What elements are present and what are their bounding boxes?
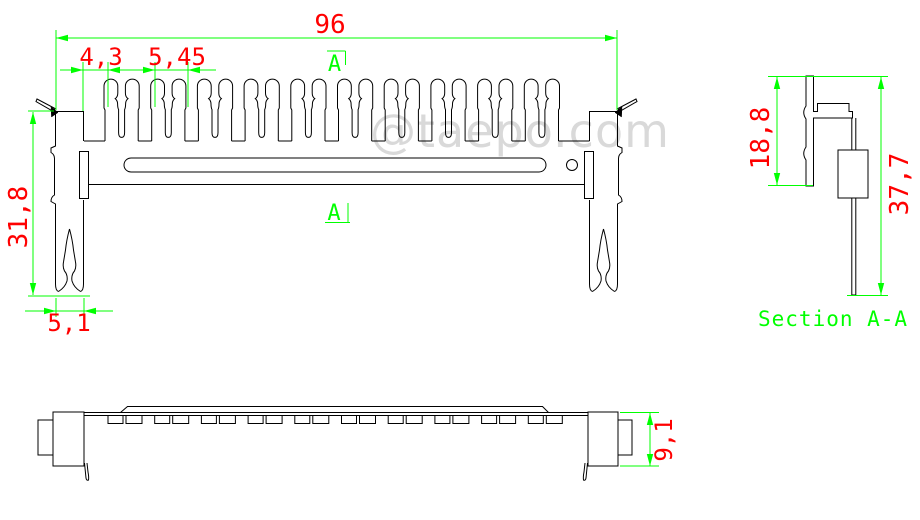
dim-text-4-3: 4,3: [79, 43, 122, 71]
comb-teeth: [103, 78, 560, 141]
dim-51-arrow-left: [44, 307, 56, 315]
dim-91-arrow-bottom: [646, 454, 654, 466]
strip-slot: [434, 415, 451, 424]
dim-377-arrow-bottom: [877, 283, 885, 295]
strip-slot: [545, 415, 563, 424]
dim-188-lines: [768, 76, 888, 186]
section-body-block: [837, 149, 869, 199]
dim-51-lines: [25, 298, 113, 317]
strip-slot: [107, 415, 124, 424]
dim-188-arrow-top: [773, 77, 781, 89]
front-view: [35, 78, 638, 292]
bottom-slots: [107, 415, 563, 424]
bottom-view: [37, 406, 633, 481]
dim-96-arrow-left: [56, 34, 68, 42]
marker-top-letter: A: [328, 52, 341, 77]
strip-slot: [312, 415, 330, 424]
dim-leg-height: 31,8: [4, 110, 90, 297]
dim-96-arrow-right: [605, 34, 617, 42]
dim-pitch-group: 4,3 5,45: [60, 43, 216, 111]
dim-318-arrow-top: [29, 112, 37, 124]
dim-188-arrow-bottom: [773, 173, 781, 185]
section-pin-lower: [851, 198, 857, 296]
leg-inner-edge: [80, 200, 84, 292]
strip-slot: [387, 415, 404, 424]
dim-text-18-8: 18,8: [746, 107, 776, 170]
strip-slot: [247, 415, 264, 424]
dim-text-5-1: 5,1: [47, 309, 90, 337]
section-pin-upper: [851, 118, 857, 150]
strip-slot: [452, 415, 470, 424]
strip-slot: [527, 415, 544, 424]
strip-raised-edge: [120, 406, 549, 413]
dim-318-lines: [28, 110, 90, 297]
leg-outer-edge: [50, 111, 84, 292]
dim-91-arrow-top: [646, 413, 654, 425]
left-end-hook: [84, 462, 90, 481]
strip-slot: [154, 415, 171, 424]
section-flange-and-arm: [803, 75, 853, 187]
strip-slot: [294, 415, 311, 424]
section-view: [803, 75, 869, 296]
mount-hole: [566, 159, 578, 171]
dim-text-5-45: 5,45: [148, 43, 206, 71]
leg-hook-root: [50, 105, 59, 118]
dim-pitch-lines: [60, 62, 216, 111]
right-leg: [584, 98, 638, 292]
marker-mid-letter: A: [327, 201, 340, 226]
dim-43-arrow-left: [71, 66, 83, 74]
dim-43-arrow-right: [108, 66, 120, 74]
dim-51-arrow-right: [84, 307, 96, 315]
strip-slot: [499, 415, 517, 424]
strip-slot: [218, 415, 236, 424]
marker-mid-line: [325, 203, 350, 223]
dim-545-arrow-left: [143, 66, 155, 74]
leg-spring-plate: [79, 151, 89, 199]
dim-total-height: 37,7: [847, 77, 915, 296]
left-end-block: [52, 411, 85, 467]
leg-snap-barb: [58, 228, 81, 292]
dim-strip-height: 9,1: [620, 412, 678, 467]
dim-377-arrow-top: [877, 77, 885, 89]
dim-text-9-1: 9,1: [650, 418, 678, 461]
strip-slot: [172, 415, 190, 424]
dim-text-37-7: 37,7: [885, 153, 915, 216]
dim-flange-height: 18,8: [746, 76, 888, 186]
section-label: Section A-A: [758, 307, 908, 331]
dim-total-width: 96: [55, 10, 618, 110]
dim-545-arrow-right: [188, 66, 200, 74]
strip-slot: [359, 415, 376, 424]
section-markers: A A: [325, 50, 350, 226]
right-end-block: [587, 411, 619, 467]
strip-slot: [341, 415, 357, 424]
dim-leg-width: 5,1: [25, 298, 113, 337]
strip-slot: [481, 415, 498, 424]
right-end-hook: [582, 462, 588, 481]
dim-318-arrow-bottom: [29, 283, 37, 295]
body-slot: [123, 157, 547, 173]
dim-text-96: 96: [314, 10, 345, 40]
strip-slot: [265, 415, 283, 424]
dim-377-lines: [847, 77, 888, 296]
strip-slot: [200, 415, 217, 424]
left-end-tab: [37, 419, 54, 456]
strip-slot: [125, 415, 143, 424]
strip-slot: [405, 415, 423, 424]
left-leg: [35, 98, 89, 292]
marker-top-line: [327, 50, 346, 65]
dim-96-lines: [55, 30, 618, 110]
dim-text-31-8: 31,8: [4, 186, 34, 249]
right-end-tab: [617, 419, 633, 456]
